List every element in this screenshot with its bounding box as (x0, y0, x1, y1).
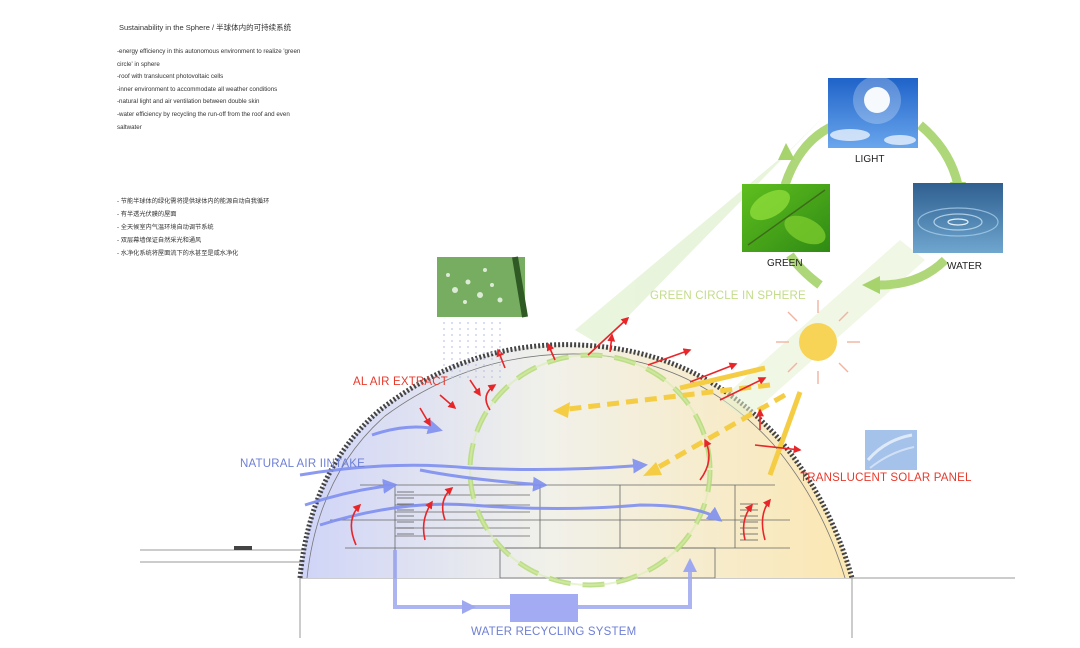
note-line: - 水净化系统将屋面流下的水甚至是咸水净化 (117, 250, 239, 257)
notes-english: -energy efficiency in this autonomous en… (117, 46, 322, 134)
light-photo (828, 76, 918, 148)
cycle-label-green: GREEN (767, 258, 803, 269)
water-recycling-tank (510, 594, 578, 622)
note-line: - 全天候室内气温环境自动调节系统 (117, 224, 214, 231)
air-extract-arrows (350, 316, 802, 546)
cycle-label-water: WATER (947, 261, 982, 272)
rain-columns (443, 322, 501, 382)
sun-icon (776, 300, 860, 384)
note-line: -energy efficiency in this autonomous en… (117, 48, 301, 55)
note-line: -natural light and air ventilation betwe… (117, 98, 260, 106)
water-photo (913, 183, 1003, 253)
label-solar-panel: TRANSLUCENT SOLAR PANEL (800, 472, 972, 484)
note-line: -roof with translucent photovoltaic cell… (117, 73, 224, 81)
sun-rays (559, 365, 803, 476)
note-line: - 节能半球体的绿化需将提供球体内的能源自动自我循环 (117, 198, 270, 205)
note-line: -water efficiency by recycling the run-o… (117, 110, 290, 118)
note-line: - 双层幕墙保证自然采光和通风 (117, 237, 202, 244)
label-air-intake: NATURAL AIR IINTAKE (240, 458, 365, 470)
cycle-label-light: LIGHT (855, 154, 885, 165)
solar-panel-photo (865, 430, 917, 470)
dome-shell (297, 342, 855, 579)
notes-chinese: - 节能半球体的绿化需将提供球体内的能源自动自我循环 - 有半透光伏膜的屋面 - 全… (117, 195, 269, 260)
note-line: circle' in sphere (117, 60, 160, 68)
label-water-recycling: WATER RECYCLING SYSTEM (471, 626, 637, 638)
air-intake-arrows (299, 419, 723, 527)
note-line: - 有半透光伏膜的屋面 (117, 211, 177, 218)
green-photo (742, 184, 830, 252)
page-title: Sustainability in the Sphere / 半球体内的可持续系… (119, 23, 292, 32)
leaf-droplets-photo (437, 256, 528, 318)
label-green-circle: GREEN CIRCLE IN SPHERE (650, 290, 806, 302)
label-air-extract: AL AIR EXTRACT (353, 376, 449, 388)
ground-marker (234, 546, 252, 550)
note-line: -inner environment to accommodate all we… (117, 85, 278, 93)
note-line: saltwater (117, 123, 142, 131)
